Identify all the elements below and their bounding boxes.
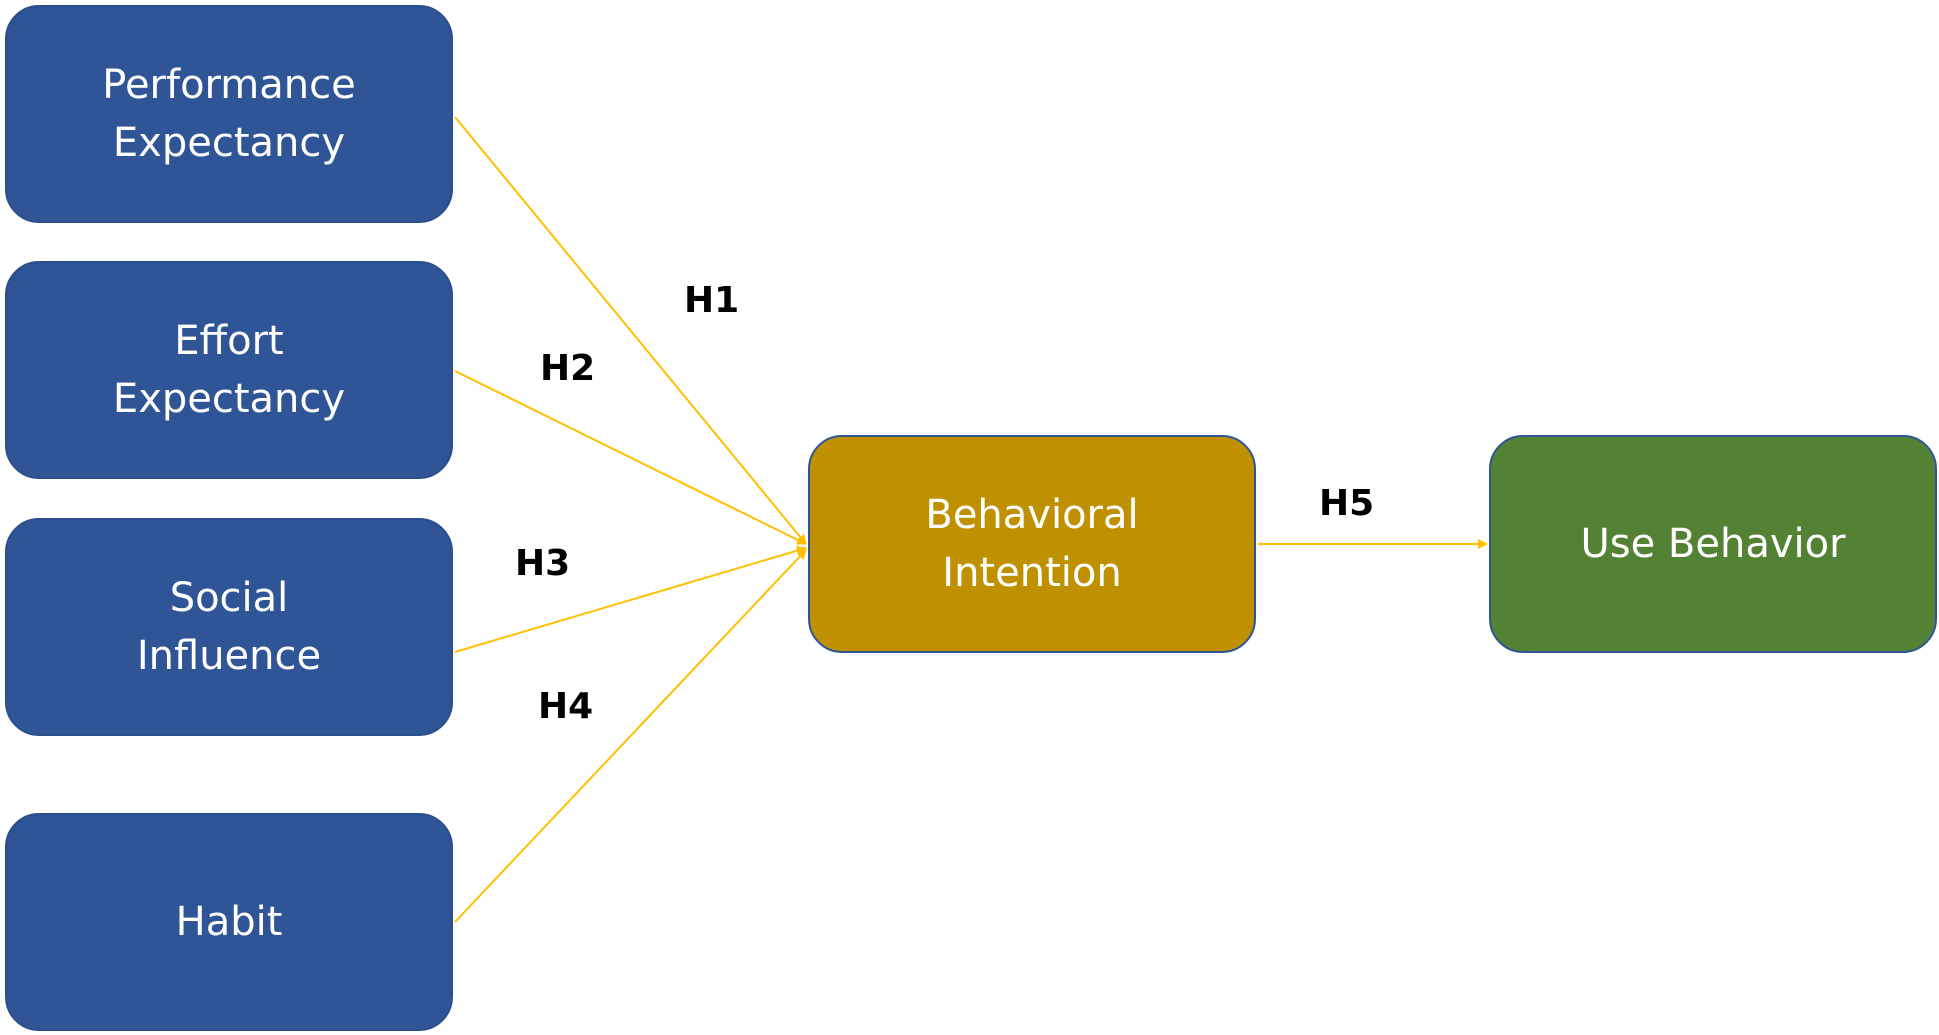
node-social-influence: Social Influence <box>5 518 453 736</box>
node-label-line: Behavioral <box>925 492 1139 538</box>
arrow-h3 <box>454 545 807 653</box>
hypothesis-label-h3: H3 <box>515 543 571 584</box>
arrow-h1 <box>454 116 807 545</box>
node-label-line: Effort <box>174 318 284 364</box>
node-label-line: Intention <box>942 550 1122 596</box>
node-effort-expectancy: Effort Expectancy <box>5 261 453 479</box>
hypothesis-label-h5: H5 <box>1319 483 1375 524</box>
node-label-line: Influence <box>136 633 322 679</box>
node-use-behavior: Use Behavior <box>1489 435 1937 653</box>
node-label-line: Performance <box>102 62 356 108</box>
node-label-line: Expectancy <box>112 120 346 166</box>
hypothesis-label-h1: H1 <box>684 280 740 321</box>
node-label: Habit <box>175 899 283 945</box>
node-label-line: Expectancy <box>112 376 346 422</box>
node-behavioral-intention: Behavioral Intention <box>808 435 1256 653</box>
node-habit: Habit <box>5 813 453 1031</box>
hypothesis-label-h4: H4 <box>538 686 594 727</box>
node-label-line: Social <box>169 575 289 621</box>
arrow-h2 <box>454 370 807 545</box>
arrow-h4 <box>454 549 807 923</box>
hypothesis-label-h2: H2 <box>540 348 596 389</box>
node-label: Use Behavior <box>1580 521 1846 567</box>
node-performance-expectancy: Performance Expectancy <box>5 5 453 223</box>
